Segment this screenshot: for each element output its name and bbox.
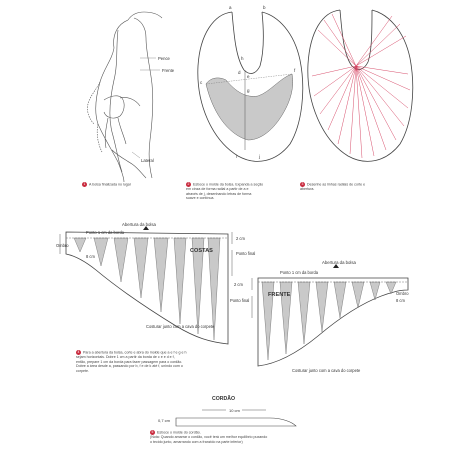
costas-wedges bbox=[73, 237, 221, 341]
bag-pattern-step2: a b c d e f g h i j bbox=[197, 5, 304, 162]
step-number-badge: 2 bbox=[186, 182, 191, 187]
point-b: b bbox=[263, 5, 266, 10]
caption-line: Dobre a área desde a, passando por b, f … bbox=[76, 364, 183, 369]
label-pence: Pence bbox=[158, 56, 171, 61]
radial-line bbox=[337, 65, 357, 145]
costas-opening-marker bbox=[143, 226, 149, 230]
frente-8cm: 8 cm bbox=[396, 298, 405, 303]
radial-line bbox=[355, 65, 363, 159]
cordao-width: 0,7 cm bbox=[158, 418, 171, 423]
caption-line: suave e contínua. bbox=[186, 196, 215, 201]
caption-line: Esboce o molde do cordão. bbox=[157, 430, 201, 435]
point-j: j bbox=[258, 154, 260, 159]
caption-line: em cinza de forma radial a partir de a e bbox=[186, 187, 249, 192]
radial-line bbox=[349, 65, 357, 155]
point-e: e bbox=[247, 74, 250, 79]
costas-pattern: Abertura da bolsa Ponto 1 cm da borda CO… bbox=[56, 222, 255, 345]
bag-outer-outline bbox=[197, 11, 304, 162]
radial-cut-lines bbox=[311, 13, 411, 159]
radial-line bbox=[355, 15, 393, 67]
caption-line: sejam horizontais. Dobre 1 cm a partir d… bbox=[76, 355, 175, 360]
step-number-badge: 4 bbox=[76, 350, 81, 355]
caption-line: (Nota: Quando amarrar o cordão, você ter… bbox=[150, 435, 268, 440]
caption-line: Esboce o molde da bolsa. Expanda a seção bbox=[193, 182, 264, 187]
costas-8cm: 8 cm bbox=[86, 254, 95, 259]
point-d: d bbox=[238, 70, 241, 75]
frente-costurar: Costurar junto com a cava do corpete bbox=[292, 368, 361, 373]
frente-ombro: Ombro bbox=[396, 291, 409, 296]
point-h: h bbox=[241, 56, 244, 61]
point-c: c bbox=[200, 80, 203, 85]
frente-abertura-label: Abertura da bolsa bbox=[322, 260, 357, 265]
radial-line bbox=[355, 23, 401, 67]
cordao-strip bbox=[175, 417, 297, 427]
cordao-measure: 10 cm bbox=[229, 408, 241, 413]
cordao-title: CORDÃO bbox=[212, 395, 235, 402]
frente-outline bbox=[257, 277, 409, 367]
step-number-badge: 5 bbox=[150, 430, 155, 435]
point-i: i bbox=[236, 154, 237, 159]
caption-line: abertura. bbox=[300, 187, 315, 192]
label-frente-sketch: Frente bbox=[162, 68, 175, 73]
costas-2cm: 2 cm bbox=[236, 236, 245, 241]
label-lateral: Lateral bbox=[141, 158, 154, 163]
radial-line bbox=[317, 29, 357, 67]
caption-line: através de j, desenhando letras de forma bbox=[186, 191, 252, 196]
caption-line: Para a abertura da bolsa, corte e abra d… bbox=[83, 350, 187, 355]
caption-line: o tecido junto, amarrando com a franzido… bbox=[150, 439, 243, 444]
radial-line bbox=[355, 65, 397, 141]
bag-pattern-step3 bbox=[307, 9, 414, 162]
frente-opening-marker bbox=[333, 264, 339, 268]
radial-line bbox=[355, 65, 375, 157]
bag-inner-opening bbox=[231, 11, 264, 74]
leader-lines-step1 bbox=[131, 57, 160, 159]
costas-costurar: Costurar junto com a cava do corpete bbox=[146, 324, 215, 329]
frente-title: FRENTE bbox=[268, 292, 291, 298]
frente-ponto-final: Ponto final bbox=[230, 298, 249, 303]
costas-ponto-final: Ponto final bbox=[236, 251, 255, 256]
frente-ponto-label: Ponto 1 cm da borda bbox=[280, 270, 319, 275]
step-number-badge: 3 bbox=[300, 182, 305, 187]
frente-pattern: Abertura da bolsa Ponto 1 cm da borda FR… bbox=[230, 260, 409, 373]
radial-line bbox=[355, 65, 405, 127]
caption-line: Desenhe as linhas radiais de corte e bbox=[307, 182, 366, 187]
point-g: g bbox=[247, 88, 250, 93]
radial-line bbox=[355, 65, 409, 109]
costas-outline bbox=[65, 231, 229, 345]
radial-line bbox=[355, 35, 407, 67]
cordao-pattern: CORDÃO 10 cm 0,7 cm bbox=[158, 395, 297, 427]
costas-title: COSTAS bbox=[190, 248, 213, 254]
radial-line bbox=[355, 65, 411, 91]
point-f: f bbox=[294, 68, 296, 73]
caption-line: corpete. bbox=[76, 368, 89, 373]
point-a: a bbox=[229, 5, 232, 10]
radial-line bbox=[327, 65, 357, 131]
radial-line bbox=[319, 65, 357, 115]
frente-2cm: 2 cm bbox=[234, 282, 243, 287]
finished-bag-sketch bbox=[87, 11, 163, 183]
costas-ponto-label: Ponto 1 cm da borda bbox=[86, 230, 125, 235]
radial-line bbox=[311, 65, 357, 77]
costas-abertura-label: Abertura da bolsa bbox=[122, 222, 157, 227]
frente-wedges bbox=[261, 281, 397, 361]
step-number-badge: 1 bbox=[82, 182, 87, 187]
caption-text: A bolsa finalizada no lugar bbox=[89, 182, 131, 187]
radial-line bbox=[323, 19, 357, 67]
caption-line: então, prepare 1 cm da borda para fazer … bbox=[76, 359, 183, 364]
radial-line bbox=[331, 13, 357, 67]
radial-line bbox=[355, 65, 409, 75]
costas-ombro: Ombro bbox=[56, 243, 69, 248]
radial-line bbox=[355, 65, 387, 151]
gray-expansion-section bbox=[205, 73, 293, 141]
radial-line bbox=[313, 65, 357, 97]
